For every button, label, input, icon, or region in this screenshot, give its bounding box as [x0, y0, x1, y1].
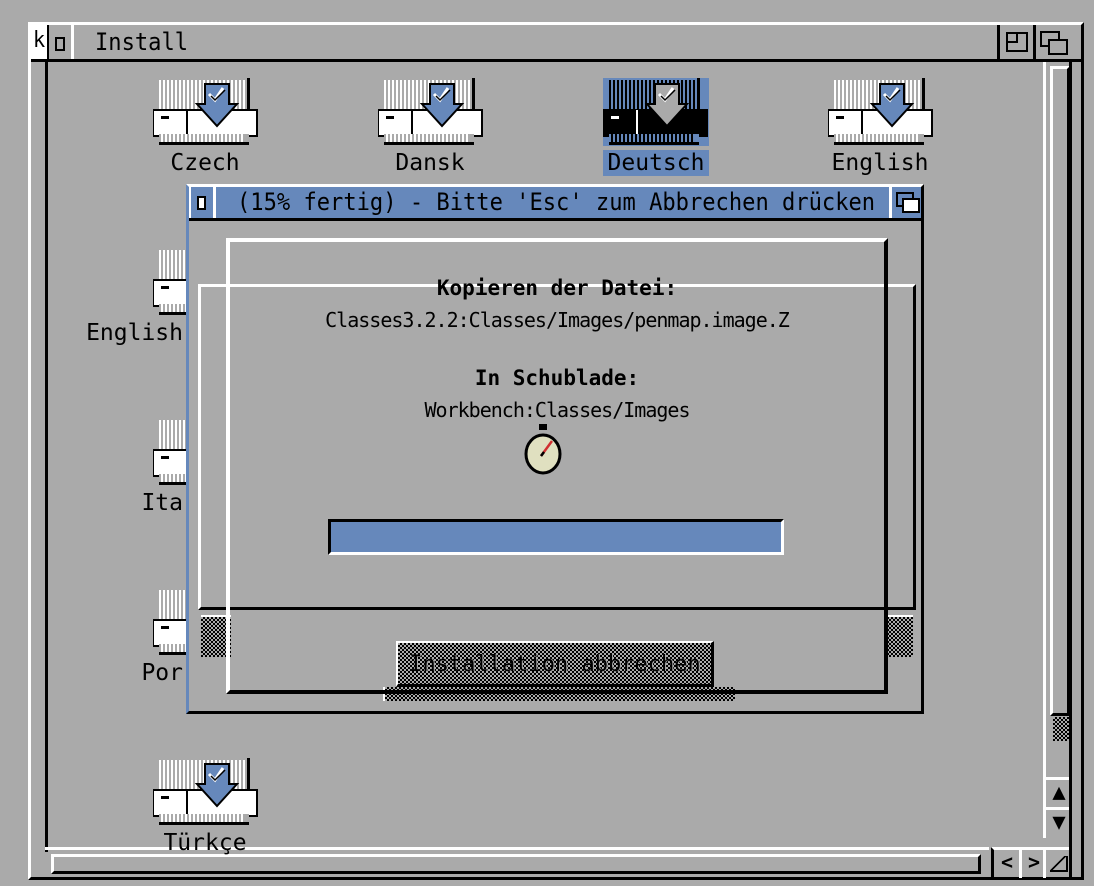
copy-heading: Kopieren der Datei: — [436, 276, 678, 300]
progress-bar — [328, 519, 784, 555]
progress-bar-fill — [331, 522, 781, 552]
resize-icon — [1050, 856, 1068, 872]
depth-gadget-left[interactable]: k — [31, 25, 49, 59]
drawer-icon-graphic — [603, 78, 709, 146]
arrow-down-icon: ▼ — [1052, 810, 1066, 835]
copy-file: Classes3.2.2:Classes/Images/penmap.image… — [325, 308, 790, 332]
drawer-icon-graphic — [828, 78, 933, 145]
progress-panel: Kopieren der Datei: Classes3.2.2:Classes… — [226, 238, 888, 694]
dialog-depth-button[interactable] — [889, 187, 924, 218]
install-window: k Install ▲ ▼ < > — [28, 22, 1084, 880]
dialog-close-button[interactable] — [189, 187, 216, 218]
window-title: Install — [95, 28, 189, 56]
dialog-title-bar[interactable]: (15% fertig) - Bitte 'Esc' zum Abbrechen… — [189, 187, 921, 221]
scroll-left-button[interactable]: < — [991, 847, 1020, 878]
drawer-icon-2[interactable]: Deutsch — [585, 78, 725, 178]
left-border — [45, 62, 48, 852]
zoom-icon — [1006, 32, 1028, 52]
dest-path: Workbench:Classes/Images — [424, 398, 691, 422]
drawer-icon-label: Deutsch — [603, 150, 709, 176]
scroll-down-button[interactable]: ▼ — [1043, 807, 1072, 838]
drawer-icon-1[interactable]: Dansk — [360, 78, 500, 178]
drawer-icon-label: Czech — [170, 150, 240, 176]
vertical-scrollbar[interactable] — [1043, 62, 1084, 777]
title-bar[interactable]: k Install — [31, 25, 1081, 62]
arrow-up-icon: ▲ — [1052, 780, 1066, 805]
scroll-up-button[interactable]: ▲ — [1043, 777, 1072, 808]
drawer-icon-label: Ita — [141, 490, 183, 516]
cancel-installation-button[interactable]: Installation abbrechen — [396, 641, 714, 687]
drawer-icon-label: Por — [141, 660, 183, 686]
progress-dialog: (15% fertig) - Bitte 'Esc' zum Abbrechen… — [186, 184, 924, 714]
drawer-icon-label: Dansk — [395, 150, 465, 176]
close-button[interactable] — [49, 25, 74, 59]
vertical-scroll-track[interactable] — [1050, 66, 1070, 716]
dest-heading: In Schublade: — [474, 366, 640, 390]
drawer-icon-label: English — [831, 150, 929, 176]
close-icon — [197, 196, 206, 210]
horizontal-scrollbar[interactable] — [45, 847, 989, 878]
drawer-icon-0[interactable]: Czech — [135, 78, 275, 178]
scroll-right-button[interactable]: > — [1019, 847, 1046, 878]
resize-gadget[interactable] — [1043, 847, 1072, 878]
drawer-icon-label: English — [86, 320, 183, 346]
zoom-button[interactable] — [997, 25, 1034, 59]
window-right-edge — [1069, 62, 1072, 877]
close-icon — [55, 37, 65, 51]
drawer-icon-graphic — [153, 78, 258, 145]
depth-button[interactable] — [1033, 25, 1072, 59]
vertical-scroll-knob[interactable] — [1053, 717, 1069, 741]
drawer-icon-graphic — [153, 758, 258, 825]
dialog-title: (15% fertig) - Bitte 'Esc' zum Abbrechen… — [237, 188, 876, 216]
arrow-right-icon: > — [1027, 850, 1041, 874]
drawer-icon-graphic — [378, 78, 483, 145]
arrow-left-icon: < — [1000, 850, 1014, 874]
background-panel-strip-right — [885, 615, 913, 657]
background-panel — [198, 284, 916, 610]
gadget-glyph: k — [33, 28, 46, 53]
drawer-icon-3[interactable]: English — [810, 78, 950, 178]
drawer-icon-7[interactable]: Türkçe — [135, 758, 275, 858]
horizontal-scroll-track[interactable] — [51, 854, 981, 874]
cancel-label: Installation abbrechen — [409, 652, 701, 677]
stopwatch-icon — [524, 424, 562, 475]
drawer-icon-label: Türkçe — [163, 830, 247, 856]
